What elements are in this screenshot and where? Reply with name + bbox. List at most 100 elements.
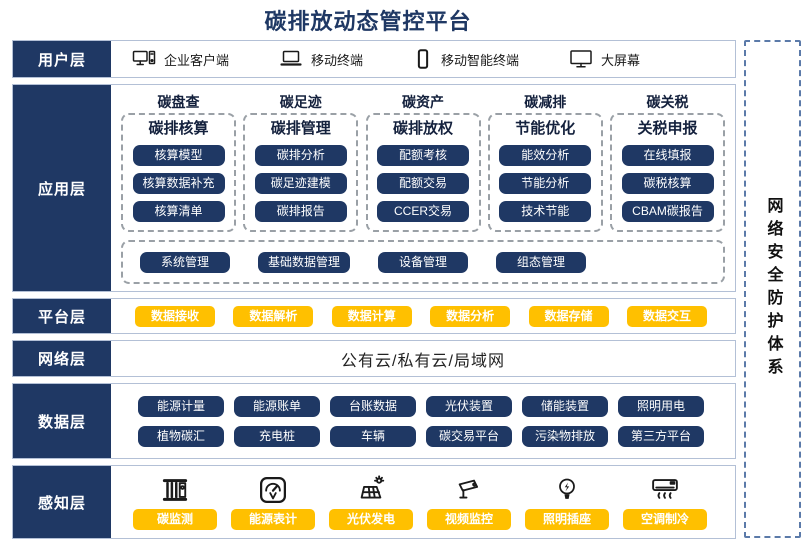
- data-source-chip: 能源计量: [138, 395, 224, 417]
- data-layer-label: 数据层: [13, 384, 111, 458]
- smartphone-icon: [417, 49, 429, 69]
- data-source-chip: 第三方平台: [618, 425, 704, 447]
- module-chip: 系统管理: [139, 251, 230, 273]
- column-box: 碳排核算 核算模型 核算数据补充 核算清单: [121, 113, 236, 232]
- data-layer-body: 能源计量 能源账单 台账数据 光伏装置 储能装置 照明用电 植物碳汇 充电桩 车…: [111, 384, 735, 458]
- data-source-chip: 能源账单: [234, 395, 320, 417]
- app-column-carbon-inventory: 碳盘查 碳排核算 核算模型 核算数据补充 核算清单: [121, 90, 236, 232]
- sense-chip: 视频监控: [427, 509, 511, 530]
- module-chip: 配额交易: [377, 173, 469, 194]
- user-layer-body: 企业客户端 移动终端 移动智能终端: [111, 41, 735, 77]
- sense-chip: 照明插座: [525, 509, 609, 530]
- data-source-chip: 污染物排放: [522, 425, 608, 447]
- module-chip: 碳足迹建模: [254, 173, 347, 194]
- column-header: 碳足迹: [279, 94, 322, 110]
- perception-layer: 感知层 碳监测: [12, 465, 736, 539]
- column-subtitle: 碳排核算: [148, 120, 209, 137]
- user-item-enterprise-client: 企业客户端: [131, 47, 229, 71]
- perception-layer-body: 碳监测 能源表计: [111, 466, 735, 538]
- data-source-chip: 照明用电: [618, 395, 704, 417]
- perception-layer-label: 感知层: [13, 466, 111, 538]
- security-sidebar-text: 网络安全防护体系: [764, 197, 782, 381]
- module-chip: 组态管理: [496, 251, 586, 273]
- app-column-carbon-tariff: 碳关税 关税申报 在线填报 碳税核算 CBAM碳报告: [610, 90, 725, 232]
- column-header: 碳资产: [402, 94, 444, 110]
- column-box: 关税申报 在线填报 碳税核算 CBAM碳报告: [610, 113, 725, 232]
- user-item-label: 企业客户端: [164, 52, 230, 68]
- platform-chip: 数据存储: [528, 305, 609, 327]
- column-header: 碳减排: [524, 94, 567, 110]
- data-source-chip: 台账数据: [330, 395, 416, 417]
- layer-stack: 用户层 企业客户端 移动终端: [12, 40, 736, 539]
- data-source-chip: 光伏装置: [426, 395, 512, 417]
- sense-chip: 光伏发电: [329, 509, 413, 530]
- laptop-icon: [280, 50, 302, 66]
- data-source-chip: 植物碳汇: [138, 425, 224, 447]
- sense-item-video-surveillance: 视频监控: [427, 471, 511, 530]
- platform-layer-label: 平台层: [13, 299, 111, 333]
- light-bulb-icon: [559, 478, 575, 499]
- column-subtitle: 碳排管理: [270, 120, 331, 137]
- module-chip: 技术节能: [499, 201, 592, 222]
- platform-chip: 数据接收: [135, 305, 215, 327]
- application-layer-body: 碳盘查 碳排核算 核算模型 核算数据补充 核算清单 碳足迹 碳排管理 碳排分析: [111, 85, 735, 291]
- module-chip: 配额考核: [377, 145, 469, 166]
- application-layer-label: 应用层: [13, 85, 111, 291]
- platform-chip: 数据分析: [430, 305, 511, 327]
- module-chip: 能效分析: [499, 145, 592, 166]
- module-chip: 碳税核算: [621, 173, 714, 194]
- cctv-camera-icon: [458, 479, 479, 499]
- big-screen-icon: [570, 50, 592, 68]
- column-box: 碳排管理 碳排分析 碳足迹建模 碳排报告: [243, 113, 359, 232]
- platform-chip: 数据解析: [233, 305, 314, 327]
- module-chip: 碳排报告: [254, 201, 347, 222]
- sense-item-air-conditioning: 空调制冷: [623, 471, 707, 530]
- user-item-mobile-terminal: 移动终端: [278, 47, 363, 71]
- desktop-client-icon: [132, 50, 156, 66]
- column-subtitle: 关税申报: [637, 120, 698, 137]
- platform-layer: 平台层 数据接收 数据解析 数据计算 数据分析 数据存储 数据交互: [12, 298, 736, 334]
- column-box: 节能优化 能效分析 节能分析 技术节能: [487, 113, 603, 232]
- module-chip: 节能分析: [499, 173, 592, 194]
- data-source-chip: 储能装置: [522, 395, 608, 417]
- sense-chip: 能源表计: [231, 509, 315, 530]
- data-layer: 数据层 能源计量 能源账单 台账数据 光伏装置 储能装置 照明用电 植物碳汇 充…: [12, 383, 736, 459]
- app-column-carbon-asset: 碳资产 碳排放权 配额考核 配额交易 CCER交易: [365, 90, 481, 232]
- network-layer-text: 公有云/私有云/局域网: [341, 352, 505, 370]
- application-layer: 应用层 碳盘查 碳排核算 核算模型 核算数据补充 核算清单 碳足迹: [12, 84, 736, 292]
- user-item-label: 移动智能终端: [440, 52, 519, 68]
- application-columns: 碳盘查 碳排核算 核算模型 核算数据补充 核算清单 碳足迹 碳排管理 碳排分析: [121, 90, 725, 232]
- app-column-carbon-reduction: 碳减排 节能优化 能效分析 节能分析 技术节能: [487, 90, 603, 232]
- module-chip: CBAM碳报告: [621, 201, 714, 222]
- carbon-monitor-icon: [162, 479, 188, 501]
- user-item-smart-mobile: 移动智能终端: [412, 47, 519, 71]
- platform-chip: 数据交互: [626, 305, 707, 327]
- column-box: 碳排放权 配额考核 配额交易 CCER交易: [365, 113, 481, 232]
- page-title: 碳排放动态管控平台: [264, 9, 472, 34]
- module-chip: 核算清单: [132, 201, 225, 222]
- data-source-chip: 充电桩: [234, 425, 320, 447]
- network-layer-label: 网络层: [13, 341, 111, 376]
- air-conditioner-icon: [652, 479, 678, 499]
- sense-item-energy-meter: 能源表计: [231, 471, 315, 530]
- user-layer-label: 用户层: [13, 41, 111, 77]
- security-sidebar: 网络安全防护体系: [744, 40, 801, 538]
- platform-layer-body: 数据接收 数据解析 数据计算 数据分析 数据存储 数据交互: [111, 299, 735, 333]
- module-chip: 核算模型: [132, 145, 225, 166]
- user-item-big-screen: 大屏幕: [568, 47, 640, 71]
- module-chip: 碳排分析: [254, 145, 347, 166]
- column-header: 碳盘查: [157, 94, 200, 110]
- app-column-carbon-footprint: 碳足迹 碳排管理 碳排分析 碳足迹建模 碳排报告: [243, 90, 359, 232]
- module-chip: CCER交易: [377, 201, 469, 222]
- module-chip: 基础数据管理: [257, 251, 350, 273]
- column-header: 碳关税: [646, 94, 689, 110]
- solar-power-icon: [360, 475, 385, 499]
- common-management-box: 系统管理 基础数据管理 设备管理 组态管理: [121, 240, 725, 284]
- module-chip: 核算数据补充: [132, 173, 225, 194]
- user-item-label: 大屏幕: [600, 52, 640, 68]
- sense-item-lighting-socket: 照明插座: [525, 471, 609, 530]
- sense-item-carbon-monitoring: 碳监测: [133, 471, 217, 530]
- sense-chip: 碳监测: [133, 509, 217, 530]
- network-layer-body: 公有云/私有云/局域网: [111, 341, 735, 376]
